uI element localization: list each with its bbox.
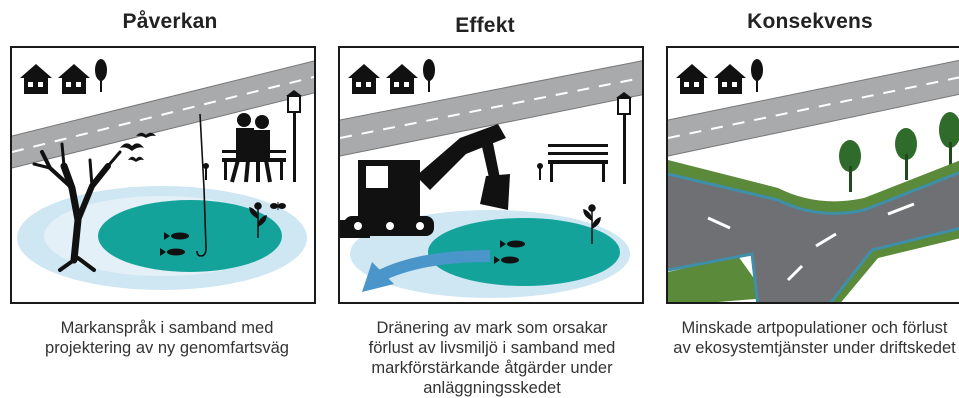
pond <box>17 186 307 290</box>
flower-icon <box>537 163 543 180</box>
panel-konsekvens <box>666 46 959 304</box>
panel-effekt <box>338 46 644 304</box>
houses-icon <box>348 59 435 94</box>
panel-caption-paverkan: Markanspråk i samband med projektering a… <box>22 318 312 358</box>
panel-paverkan <box>10 46 316 304</box>
bench-icon <box>548 144 608 182</box>
panel-title-effekt: Effekt <box>375 14 595 38</box>
houses-icon <box>20 59 107 94</box>
panel-title-konsekvens: Konsekvens <box>700 10 920 34</box>
street-lamp-icon <box>616 92 632 184</box>
panel-caption-konsekvens: Minskade artpopulationer och förlust av … <box>672 318 957 358</box>
bench-with-people-icon <box>222 113 286 182</box>
panel-title-paverkan: Påverkan <box>60 10 280 34</box>
panel-caption-effekt: Dränering av mark som orsakar förlust av… <box>352 318 632 398</box>
street-lamp-icon <box>286 90 302 182</box>
houses-icon <box>676 59 763 94</box>
